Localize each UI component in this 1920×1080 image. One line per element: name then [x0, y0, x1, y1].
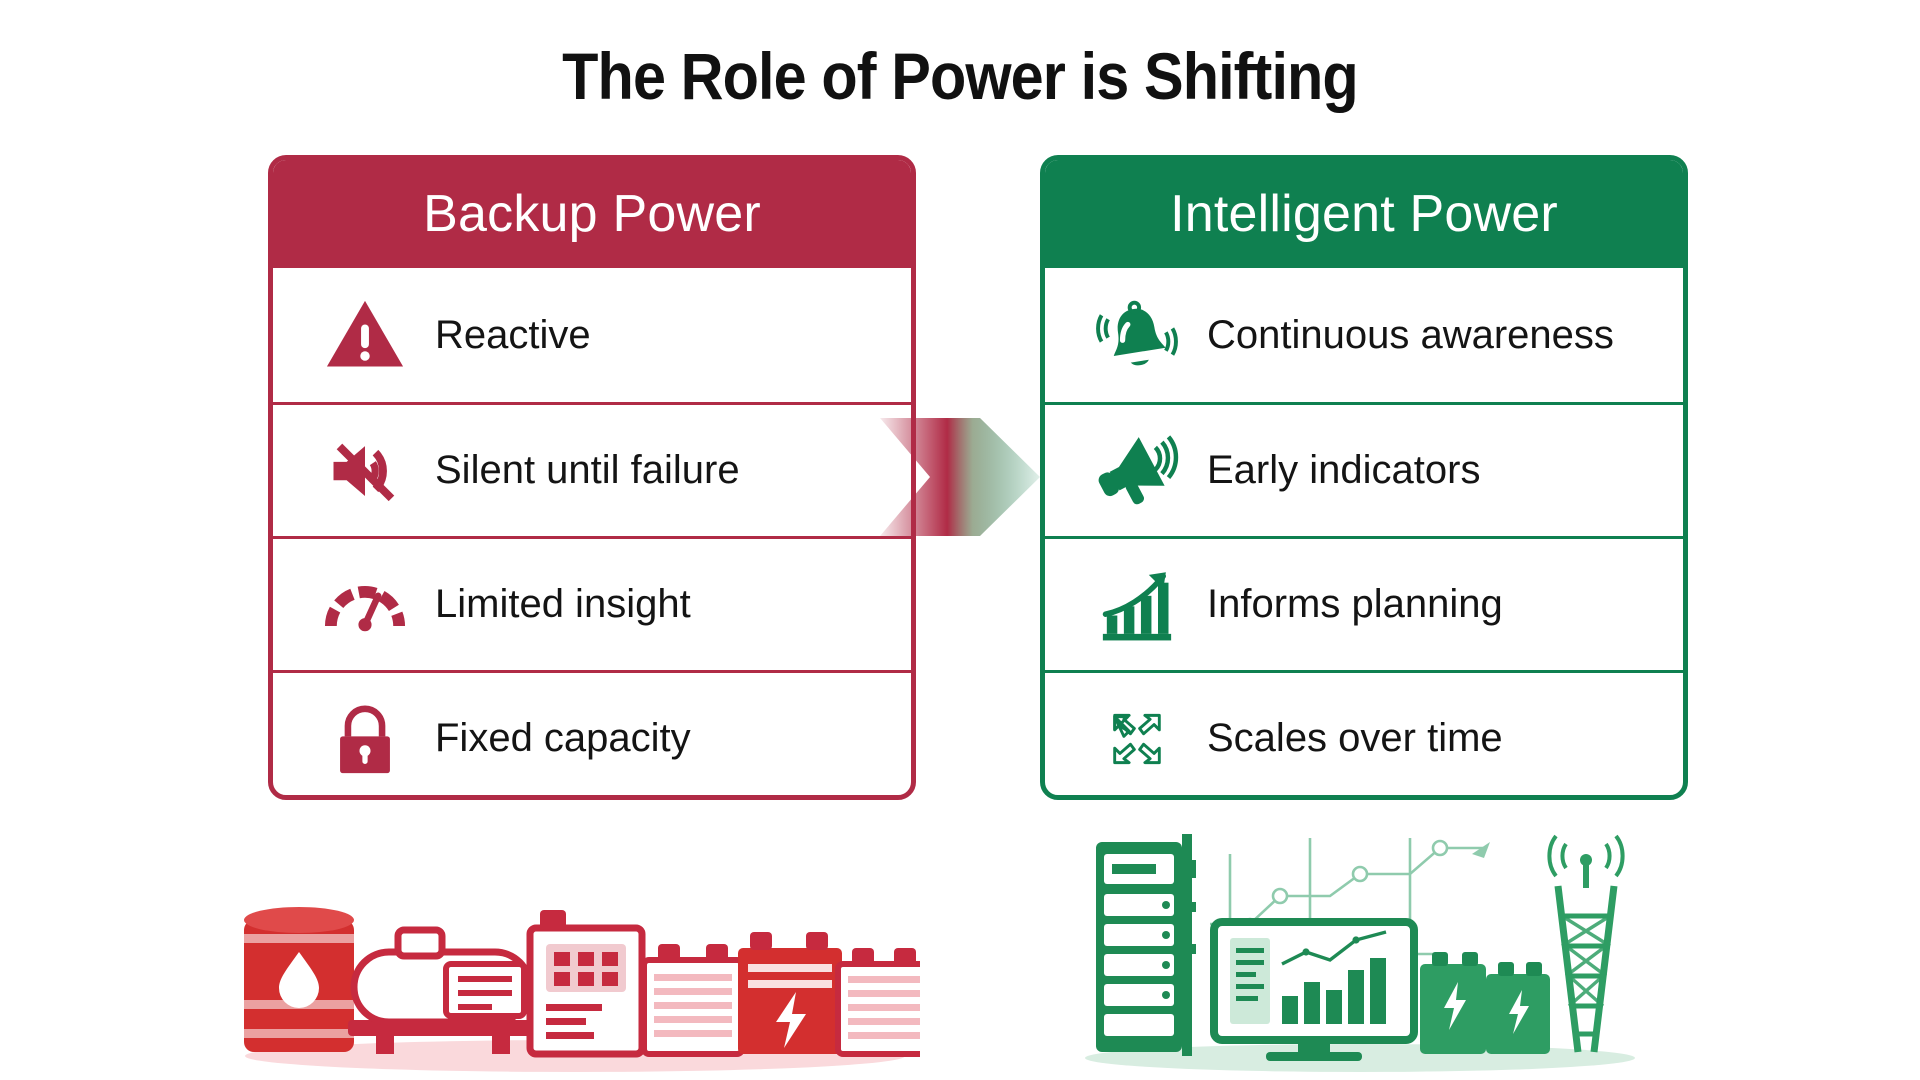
expand-arrows-icon: [1089, 691, 1185, 787]
page-title: The Role of Power is Shifting: [562, 39, 1359, 113]
list-item[interactable]: Informs planning: [1045, 536, 1683, 670]
telecom-tower: [1547, 834, 1625, 1053]
legacy-backup-equipment-illustration: [230, 824, 920, 1074]
card-rows-backup-power: Reactive Silent until failure: [273, 268, 911, 795]
list-item-label: Scales over time: [1207, 716, 1503, 760]
growth-bar-chart-icon: [1089, 557, 1185, 653]
card-header-backup-power: Backup Power: [273, 160, 911, 268]
ringing-bell-icon: [1089, 287, 1185, 383]
smart-batteries: [1420, 952, 1550, 1054]
diesel-generator: [348, 926, 538, 1054]
card-intelligent-power: Intelligent Power Continuous awaren: [1040, 155, 1688, 800]
card-rows-intelligent-power: Continuous awareness Early: [1045, 268, 1683, 795]
list-item-label: Fixed capacity: [435, 716, 691, 760]
lock-icon: [317, 691, 413, 787]
fuel-barrel: [244, 907, 354, 1052]
list-item-label: Reactive: [435, 312, 591, 357]
list-item[interactable]: Fixed capacity: [273, 670, 911, 795]
list-item-label: Silent until failure: [435, 448, 740, 492]
list-item-label: Limited insight: [435, 582, 691, 626]
list-item-label: Informs planning: [1207, 582, 1503, 626]
intelligent-power-system-illustration: [1080, 824, 1660, 1074]
monitoring-dashboard: [1210, 918, 1418, 1061]
list-item-label: Continuous awareness: [1207, 312, 1614, 357]
battery-bank: [641, 932, 920, 1057]
list-item[interactable]: Limited insight: [273, 536, 911, 670]
chevron-arrow-red-to-green: [880, 418, 1040, 536]
card-backup-power: Backup Power Reactive: [268, 155, 916, 800]
gauge-icon: [317, 557, 413, 653]
server-rack: [1096, 834, 1196, 1056]
control-cabinet: [526, 910, 646, 1058]
list-item[interactable]: Silent until failure: [273, 402, 911, 536]
list-item-label: Early indicators: [1207, 448, 1481, 492]
list-item[interactable]: Reactive: [273, 268, 911, 402]
megaphone-icon: [1089, 423, 1185, 519]
list-item[interactable]: Early indicators: [1045, 402, 1683, 536]
speaker-muted-icon: [317, 423, 413, 519]
card-header-intelligent-power: Intelligent Power: [1045, 160, 1683, 268]
list-item[interactable]: Continuous awareness: [1045, 268, 1683, 402]
list-item[interactable]: Scales over time: [1045, 670, 1683, 795]
warning-triangle-icon: [317, 287, 413, 383]
